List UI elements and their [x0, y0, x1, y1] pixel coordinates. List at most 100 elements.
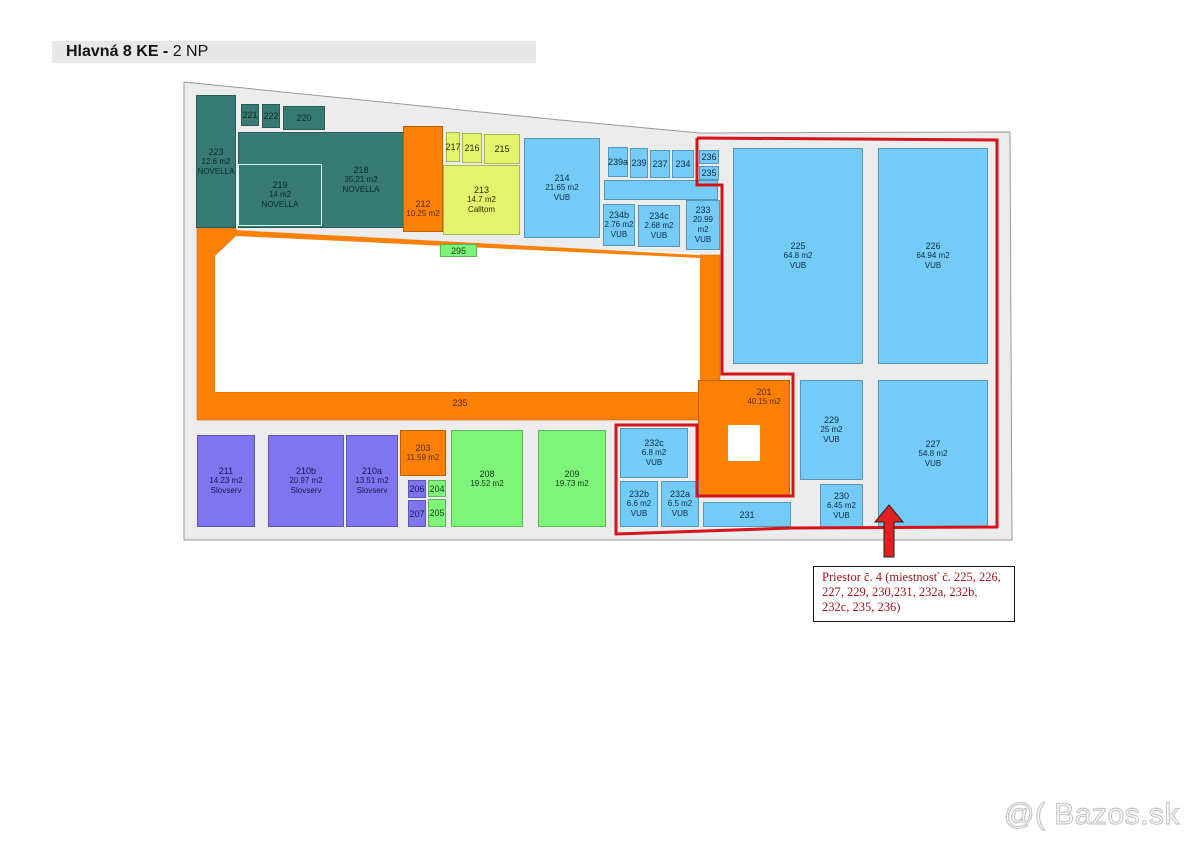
room-area: 12.6 m2	[201, 156, 231, 166]
room-number: 201	[756, 387, 772, 397]
title-bar: Hlavná 8 KE - 2 NP	[52, 41, 536, 63]
room-number: 216	[464, 143, 480, 153]
room-area: 6.6 m2	[626, 499, 652, 508]
room-area: 20.99 m2	[692, 215, 714, 234]
room-212[interactable]: 212 10.25 m2	[403, 126, 443, 232]
room-number: 204	[429, 483, 445, 494]
room-229[interactable]: 229 25 m2 VUB	[800, 380, 863, 480]
room-221[interactable]: 221	[241, 104, 259, 126]
room-number: 213	[473, 185, 490, 195]
room-239a[interactable]: 239a	[608, 147, 628, 177]
stairwell-void	[728, 425, 760, 461]
room-232a[interactable]: 232a 6.5 m2 VUB	[661, 481, 699, 527]
room-tenant: NOVELLA	[197, 166, 235, 176]
room-number: 206	[409, 484, 425, 494]
room-number: 237	[652, 159, 668, 169]
room-tenant: VUB	[833, 511, 850, 520]
room-number: 223	[208, 146, 224, 157]
room-number: 208	[479, 468, 495, 479]
room-215[interactable]: 215	[484, 134, 520, 164]
room-tenant: VUB	[645, 458, 663, 467]
room-number: 233	[695, 205, 711, 215]
room-211[interactable]: 211 14.23 m2 Slovserv	[197, 435, 255, 527]
room-216[interactable]: 216	[462, 133, 482, 163]
room-231[interactable]: 231	[703, 502, 791, 527]
room-204[interactable]: 204	[428, 480, 446, 497]
room-234c[interactable]: 234c 2.68 m2 VUB	[638, 205, 680, 247]
room-237[interactable]: 237	[650, 150, 670, 178]
room-number: 239a	[607, 157, 629, 167]
room-222[interactable]: 222	[262, 104, 280, 128]
room-area: 6.45 m2	[827, 501, 856, 510]
room-area: 40.15 m2	[747, 397, 781, 406]
room-tenant: VUB	[924, 459, 942, 468]
room-217[interactable]: 217	[445, 132, 461, 162]
bazos-watermark: @( Bazos.sk	[1003, 797, 1180, 831]
room-203[interactable]: 203 11.59 m2	[400, 430, 446, 476]
room-number: 235	[452, 398, 468, 408]
room-232b[interactable]: 232b 6.6 m2 VUB	[620, 481, 658, 527]
room-210b[interactable]: 210b 20.97 m2 Slovserv	[268, 435, 344, 527]
room-233[interactable]: 233 20.99 m2 VUB	[686, 200, 720, 250]
corridor-vub	[604, 180, 718, 200]
room-number: 214	[554, 173, 570, 183]
room-205[interactable]: 205	[428, 499, 446, 527]
room-tenant: VUB	[924, 261, 942, 270]
room-area: 64.8 m2	[783, 251, 813, 260]
room-209[interactable]: 209 19.73 m2	[538, 430, 606, 527]
room-227[interactable]: 227 54.8 m2 VUB	[878, 380, 988, 528]
room-number: 226	[925, 241, 941, 251]
room-number: 230	[833, 491, 850, 501]
room-number: 205	[429, 508, 445, 518]
room-number: 234b	[608, 210, 630, 220]
room-number: 203	[415, 443, 431, 453]
room-tenant: VUB	[553, 193, 571, 202]
room-232c[interactable]: 232c 6.8 m2 VUB	[620, 428, 688, 478]
room-219[interactable]: 219 14 m2 NOVELLA	[238, 164, 322, 226]
room-tenant: Slovserv	[356, 486, 388, 495]
room-230[interactable]: 230 6.45 m2 VUB	[820, 484, 863, 528]
room-tenant: NOVELLA	[261, 200, 299, 209]
room-number: 295	[450, 245, 467, 256]
room-214[interactable]: 214 21.65 m2 VUB	[524, 138, 600, 238]
room-area: 6.8 m2	[641, 448, 667, 457]
room-area: 21.65 m2	[545, 183, 579, 192]
room-239[interactable]: 239	[630, 148, 648, 178]
room-295[interactable]: 295	[440, 244, 477, 257]
room-number: 235	[701, 168, 717, 178]
room-number: 222	[263, 111, 279, 121]
room-number: 221	[242, 110, 258, 120]
room-number: 236	[701, 152, 717, 162]
room-235-small[interactable]: 235	[699, 166, 719, 180]
room-number: 209	[564, 468, 580, 479]
arrow-up-icon	[874, 504, 904, 558]
room-207[interactable]: 207	[408, 500, 426, 527]
room-number: 234	[675, 159, 691, 169]
room-tenant: VUB	[823, 435, 840, 444]
room-area: 6.5 m2	[667, 499, 693, 508]
room-number: 232a	[669, 489, 691, 499]
room-number: 210a	[361, 466, 383, 476]
room-number: 229	[823, 415, 840, 425]
room-220[interactable]: 220	[283, 106, 325, 130]
room-225[interactable]: 225 64.8 m2 VUB	[733, 148, 863, 364]
title-floor: 2 NP	[168, 43, 209, 60]
room-213[interactable]: 213 14.7 m2 Calltom	[443, 165, 520, 235]
room-235-label: 235	[430, 396, 490, 410]
room-236[interactable]: 236	[699, 150, 719, 164]
room-tenant: VUB	[789, 261, 807, 270]
room-206[interactable]: 206	[408, 480, 426, 498]
room-234[interactable]: 234	[672, 150, 694, 178]
room-number: 218	[353, 165, 369, 175]
room-210a[interactable]: 210a 13.51 m2 Slovserv	[346, 435, 398, 527]
room-number: 239	[631, 158, 647, 168]
room-number: 217	[445, 142, 461, 152]
room-area: 13.51 m2	[355, 476, 389, 485]
room-223[interactable]: 223 12.6 m2 NOVELLA	[196, 95, 236, 228]
room-tenant: Calltom	[467, 205, 496, 214]
room-234b[interactable]: 234b 2.76 m2 VUB	[603, 204, 635, 246]
room-208[interactable]: 208 19.52 m2	[451, 430, 523, 527]
room-226[interactable]: 226 64.94 m2 VUB	[878, 148, 988, 364]
room-tenant: Slovserv	[290, 486, 322, 495]
